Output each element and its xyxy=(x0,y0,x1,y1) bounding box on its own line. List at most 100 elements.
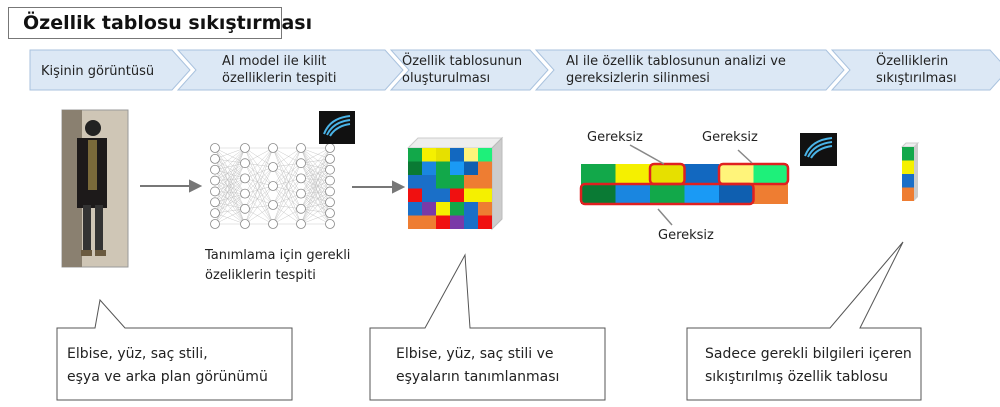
nn-edge xyxy=(244,185,274,225)
nn-edge xyxy=(214,191,246,194)
feature-cell xyxy=(650,184,685,204)
callout-1-line1: Elbise, yüz, saç stili, xyxy=(67,346,208,362)
nn-edge xyxy=(300,178,331,203)
nn-edge xyxy=(272,166,302,225)
nn-edge xyxy=(272,193,302,225)
nn-edge xyxy=(272,163,302,206)
nn-edge xyxy=(214,147,246,225)
nn-edge xyxy=(214,163,246,214)
nn-edge xyxy=(300,158,331,179)
nn-edge xyxy=(214,178,246,181)
feature-cell xyxy=(436,161,450,175)
callout-shapes xyxy=(56,241,922,401)
nn-edge xyxy=(214,158,246,194)
nn-edge xyxy=(300,178,331,192)
nn-edge xyxy=(214,158,246,164)
nn-edge xyxy=(300,169,331,209)
feature-cell xyxy=(436,215,450,229)
nn-edge xyxy=(214,158,246,209)
cube-side xyxy=(491,136,503,231)
nn-node xyxy=(210,153,220,164)
nn-edge xyxy=(300,147,331,170)
nn-edge xyxy=(214,163,246,225)
nn-node xyxy=(268,181,278,191)
feature-cell xyxy=(422,202,436,216)
feature-table-cube xyxy=(406,136,504,231)
feature-cell xyxy=(478,202,492,216)
nn-node xyxy=(240,219,250,229)
nn-edge xyxy=(214,169,246,179)
step-label-5: Özelliklerin sıkıştırılması xyxy=(876,53,957,87)
nn-edge xyxy=(272,208,302,225)
nn-edge xyxy=(300,147,331,203)
maisart-logo xyxy=(319,111,837,166)
feature-cell xyxy=(684,184,719,204)
nn-node xyxy=(210,175,220,186)
nn-edge xyxy=(272,147,302,168)
step-4-line1: AI ile özellik tablosunun analizi ve xyxy=(566,54,786,69)
nn-node xyxy=(240,203,250,214)
nn-node xyxy=(268,219,278,229)
nn-edge xyxy=(300,178,331,214)
feature-cell xyxy=(450,202,464,216)
feature-cell xyxy=(581,164,616,184)
nn-edge xyxy=(272,193,302,206)
arrow-head xyxy=(189,179,203,193)
feature-cell xyxy=(719,184,754,204)
nn-edge xyxy=(300,163,331,181)
nn-edge xyxy=(214,191,246,225)
unneeded-highlight xyxy=(717,162,790,186)
feature-cell xyxy=(450,148,464,162)
feature-cell xyxy=(478,148,492,162)
nn-edge xyxy=(272,163,302,187)
feature-cell xyxy=(450,215,464,229)
nn-edge xyxy=(214,169,246,225)
nn-edge xyxy=(300,191,331,209)
callout-2-line2: eşyaların tanımlanması xyxy=(396,369,560,385)
nn-edge xyxy=(300,202,331,209)
nn-node xyxy=(325,143,335,153)
nn-node xyxy=(210,197,220,208)
nn-edge xyxy=(300,180,331,209)
nn-edge xyxy=(214,163,246,192)
nn-node xyxy=(325,153,335,164)
cube-top xyxy=(406,137,504,149)
feature-cell xyxy=(478,188,492,202)
nn-edge xyxy=(214,147,246,181)
nn-node xyxy=(268,200,278,210)
pointer-arrow xyxy=(629,144,665,165)
unneeded-label: Gereksiz xyxy=(587,130,643,145)
feature-cell xyxy=(436,148,450,162)
nn-node xyxy=(210,208,220,219)
process-chevrons xyxy=(29,49,1000,91)
nn-edge xyxy=(214,163,246,170)
feature-cell xyxy=(436,175,450,189)
feature-cell xyxy=(464,175,478,189)
feature-cell xyxy=(422,161,436,175)
nn-edge xyxy=(300,163,331,192)
nn-edge xyxy=(300,158,331,194)
nn-edge xyxy=(244,147,274,187)
step-5-line2: sıkıştırılması xyxy=(876,71,957,86)
nn-edge xyxy=(244,147,274,164)
step-5-line1: Özelliklerin xyxy=(876,54,949,69)
nn-edge xyxy=(300,180,331,194)
nn-edge xyxy=(244,147,274,168)
nn-node xyxy=(296,203,306,214)
pointer-arrow xyxy=(737,149,753,164)
pointer-arrow xyxy=(657,208,673,226)
nn-node xyxy=(268,162,278,172)
nn-node xyxy=(296,173,306,184)
nn-edge xyxy=(214,163,246,181)
feature-cell xyxy=(464,148,478,162)
feature-cell xyxy=(464,188,478,202)
process-step-1 xyxy=(29,49,191,91)
nn-edge xyxy=(244,166,274,194)
process-step-4 xyxy=(534,49,845,91)
callout-2-line1: Elbise, yüz, saç stili ve xyxy=(396,346,554,362)
nn-node xyxy=(296,143,306,153)
nn-edge xyxy=(214,212,246,225)
nn-edge xyxy=(214,180,246,194)
nn-node xyxy=(325,175,335,186)
nn-edge xyxy=(244,147,274,206)
